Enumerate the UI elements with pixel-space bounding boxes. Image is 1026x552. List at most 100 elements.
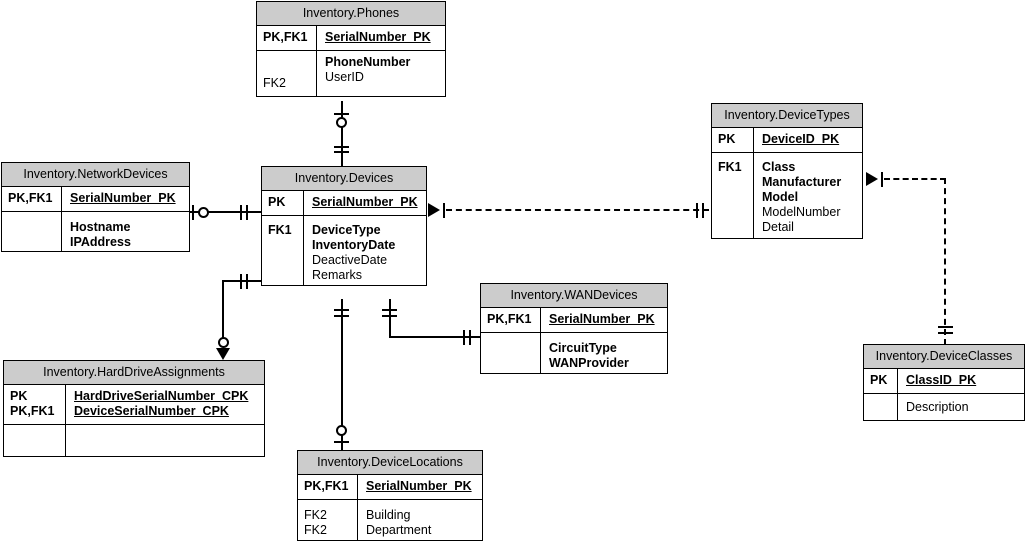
- entity-hard-drive-assignments[interactable]: Inventory.HardDriveAssignments PK PK,FK1…: [3, 360, 265, 457]
- entity-phones[interactable]: Inventory.Phones PK,FK1 SerialNumber_PK …: [256, 1, 446, 97]
- entity-wan-devices[interactable]: Inventory.WANDevices PK,FK1 SerialNumber…: [480, 283, 668, 374]
- entity-phones-attrs: PhoneNumber UserID: [317, 51, 445, 96]
- entity-wan-devices-pk-attrs: SerialNumber_PK: [541, 308, 667, 332]
- entity-device-types-attr-section: FK1 Class Manufacturer Model ModelNumber…: [712, 152, 862, 238]
- entity-devices-attr-section: FK1 DeviceType InventoryDate DeactiveDat…: [262, 215, 426, 285]
- entity-devices-attrs: DeviceType InventoryDate DeactiveDate Re…: [304, 216, 426, 285]
- entity-device-classes-fk-key: [864, 394, 898, 420]
- entity-devices-attr-0: DeviceType: [312, 223, 381, 237]
- entity-phones-title: Inventory.Phones: [257, 2, 445, 26]
- entity-phones-pk-key: PK,FK1: [257, 26, 317, 50]
- cardinality-bar-devicetypes-left-b: [702, 203, 704, 218]
- entity-device-types-attr-0: Class: [762, 160, 796, 174]
- cardinality-bar-devicelocations: [334, 441, 349, 443]
- connector-devicetypes-deviceclasses-v: [944, 178, 946, 345]
- entity-hda-pk-key-0: PK: [10, 389, 28, 403]
- cardinality-bar-devices-hda-a: [240, 274, 242, 289]
- cardinality-bar-devices-top-a: [334, 146, 349, 148]
- entity-device-locations-fk-keys: FK2 FK2: [298, 500, 358, 540]
- entity-hard-drive-assignments-attr-section: [4, 424, 264, 456]
- entity-network-devices-attr-1: IPAddress: [70, 235, 131, 249]
- entity-device-classes-pk-section: PK ClassID_PK: [864, 369, 1024, 393]
- connector-devices-devicelocations: [341, 299, 343, 451]
- cardinality-bar-devices-hda-b: [246, 274, 248, 289]
- cardinality-bar-wandevices-b: [469, 330, 471, 345]
- entity-device-types-pk-section: PK DeviceID_PK: [712, 128, 862, 152]
- entity-device-locations-title: Inventory.DeviceLocations: [298, 451, 482, 475]
- entity-device-types-pk-attrs: DeviceID_PK: [754, 128, 862, 152]
- entity-device-types-pk-key: PK: [712, 128, 754, 152]
- entity-devices-attr-1: InventoryDate: [312, 238, 396, 252]
- entity-network-devices-title: Inventory.NetworkDevices: [2, 163, 189, 187]
- cardinality-bar-devices-wan-a: [382, 309, 397, 311]
- entity-hard-drive-assignments-fk-key: [4, 425, 66, 456]
- entity-device-classes[interactable]: Inventory.DeviceClasses PK ClassID_PK De…: [863, 344, 1025, 421]
- entity-network-devices-fk-key: [2, 212, 62, 251]
- entity-phones-attr-section: FK2 PhoneNumber UserID: [257, 50, 445, 96]
- entity-wan-devices-pk-section: PK,FK1 SerialNumber_PK: [481, 308, 667, 332]
- connector-devices-devicetypes: [446, 209, 709, 211]
- connector-phones-devices: [341, 101, 343, 167]
- entity-device-types-pk-attr: DeviceID_PK: [762, 132, 840, 146]
- entity-device-locations-pk-key: PK,FK1: [298, 475, 358, 499]
- entity-wan-devices-title: Inventory.WANDevices: [481, 284, 667, 308]
- entity-network-devices[interactable]: Inventory.NetworkDevices PK,FK1 SerialNu…: [1, 162, 190, 252]
- entity-device-classes-attr-0: Description: [906, 400, 969, 414]
- entity-wan-devices-fk-key: [481, 333, 541, 373]
- cardinality-circle-devicelocations: [336, 425, 347, 436]
- entity-device-classes-pk-key: PK: [864, 369, 898, 393]
- entity-network-devices-pk-section: PK,FK1 SerialNumber_PK: [2, 187, 189, 211]
- entity-wan-devices-attr-0: CircuitType: [549, 341, 617, 355]
- connector-devices-hda-h: [222, 280, 262, 282]
- entity-network-devices-attr-section: Hostname IPAddress: [2, 211, 189, 251]
- cardinality-bar-devicetypes-left-a: [696, 203, 698, 218]
- entity-hard-drive-assignments-pk-attrs: HardDriveSerialNumber_CPK DeviceSerialNu…: [66, 385, 264, 424]
- entity-wan-devices-attrs: CircuitType WANProvider: [541, 333, 667, 373]
- connector-devices-hda-v: [222, 280, 224, 340]
- entity-devices-pk-section: PK SerialNumber_PK: [262, 191, 426, 215]
- cardinality-bar-devices-wan-b: [382, 315, 397, 317]
- entity-hda-pk-attr-0: HardDriveSerialNumber_CPK: [74, 389, 249, 403]
- connector-networkdevices-devices: [189, 211, 261, 213]
- entity-device-classes-pk-attrs: ClassID_PK: [898, 369, 1024, 393]
- entity-device-locations-attr-section: FK2 FK2 Building Department: [298, 499, 482, 540]
- entity-devices[interactable]: Inventory.Devices PK SerialNumber_PK FK1…: [261, 166, 427, 286]
- entity-hard-drive-assignments-attrs: [66, 425, 264, 456]
- entity-phones-attr-0: PhoneNumber: [325, 55, 411, 69]
- entity-hard-drive-assignments-title: Inventory.HardDriveAssignments: [4, 361, 264, 385]
- cardinality-bar-devices-top-b: [334, 151, 349, 153]
- entity-devices-pk-attr: SerialNumber_PK: [312, 195, 418, 209]
- entity-device-locations-pk-attr: SerialNumber_PK: [366, 479, 472, 493]
- entity-device-classes-attr-section: Description: [864, 393, 1024, 420]
- entity-hda-pk-attr-1: DeviceSerialNumber_CPK: [74, 404, 229, 418]
- entity-devices-fk-key: FK1: [262, 216, 304, 285]
- entity-hard-drive-assignments-pk-keys: PK PK,FK1: [4, 385, 66, 424]
- entity-wan-devices-pk-key: PK,FK1: [481, 308, 541, 332]
- entity-device-types-fk-key: FK1: [712, 153, 754, 238]
- cardinality-crowsfoot-hda: [216, 348, 230, 360]
- entity-device-types-title: Inventory.DeviceTypes: [712, 104, 862, 128]
- entity-device-types-attrs: Class Manufacturer Model ModelNumber Det…: [754, 153, 862, 238]
- cardinality-bar-devicetypes-right: [881, 172, 883, 187]
- entity-network-devices-pk-key: PK,FK1: [2, 187, 62, 211]
- entity-device-types[interactable]: Inventory.DeviceTypes PK DeviceID_PK FK1…: [711, 103, 863, 239]
- entity-device-locations-pk-attrs: SerialNumber_PK: [358, 475, 482, 499]
- cardinality-bar-devices-loc-b: [334, 315, 349, 317]
- entity-device-classes-title: Inventory.DeviceClasses: [864, 345, 1024, 369]
- entity-hda-pk-key-1: PK,FK1: [10, 404, 55, 418]
- cardinality-bar-devices-loc-a: [334, 309, 349, 311]
- entity-phones-attr-1: UserID: [325, 70, 364, 84]
- cardinality-circle-hda: [218, 337, 229, 348]
- cardinality-crowsfoot-devices-right: [428, 203, 440, 217]
- entity-device-locations[interactable]: Inventory.DeviceLocations PK,FK1 SerialN…: [297, 450, 483, 541]
- entity-device-locations-fk-key-0: FK2: [304, 508, 327, 522]
- entity-wan-devices-attr-section: CircuitType WANProvider: [481, 332, 667, 373]
- entity-phones-pk-section: PK,FK1 SerialNumber_PK: [257, 26, 445, 50]
- entity-phones-pk-attr: SerialNumber_PK: [325, 30, 431, 44]
- entity-network-devices-attrs: Hostname IPAddress: [62, 212, 189, 251]
- cardinality-bar-deviceclasses-b: [938, 332, 953, 334]
- entity-devices-attr-3: Remarks: [312, 268, 363, 282]
- cardinality-crowsfoot-devicetypes-right: [866, 172, 878, 186]
- entity-device-locations-pk-section: PK,FK1 SerialNumber_PK: [298, 475, 482, 499]
- entity-device-classes-attrs: Description: [898, 394, 1024, 420]
